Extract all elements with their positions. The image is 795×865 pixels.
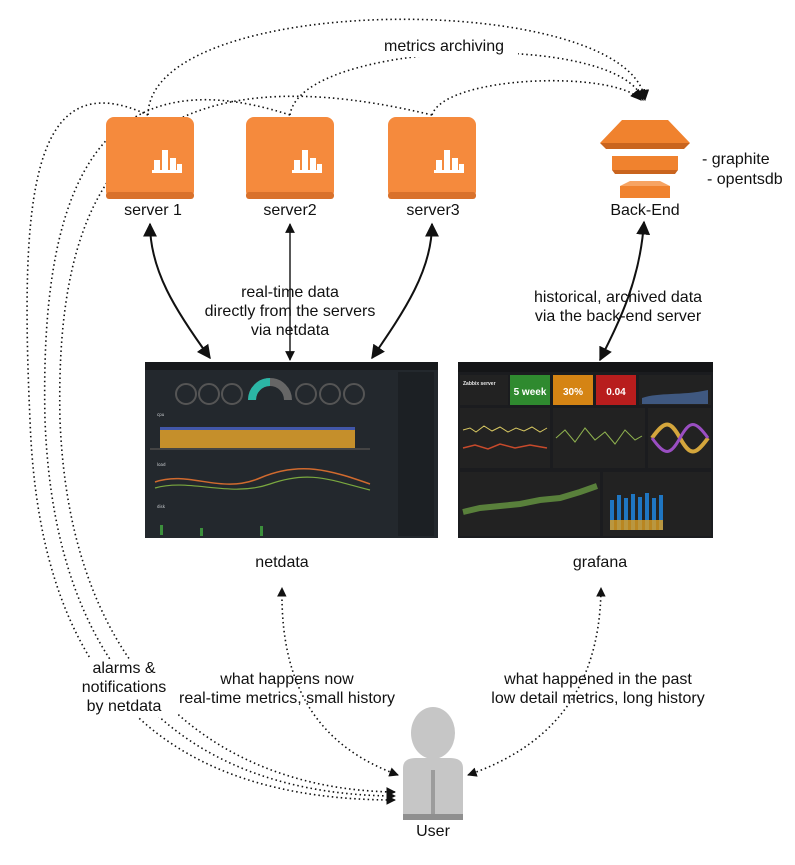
- realtime-label-line3: via netdata: [250, 322, 330, 339]
- grafana-load-value: 0.04: [606, 387, 626, 398]
- metrics-archiving-label: metrics archiving: [370, 37, 518, 57]
- server-1-label: server 1: [124, 202, 182, 219]
- alarm-connectors: [26, 95, 433, 805]
- netdata-label: netdata: [255, 554, 309, 571]
- alarm-line-server1: [26, 102, 396, 805]
- backend-item-opentsdb: - opentsdb: [707, 171, 783, 188]
- user-connectors: [277, 587, 606, 777]
- what-now-line2: real-time metrics, small history: [178, 690, 396, 707]
- svg-text:disk: disk: [157, 504, 166, 509]
- archive-line-server3: [431, 79, 642, 116]
- server-2-icon: [246, 117, 334, 199]
- alarms-label-line2: notifications: [70, 678, 178, 698]
- server-3-label: server3: [406, 202, 460, 219]
- historical-label-line2: via the back-end server: [534, 308, 702, 325]
- backend-label: Back-End: [610, 202, 680, 219]
- grafana-percent-value: 30%: [563, 387, 583, 398]
- realtime-arrow-server3: [371, 222, 439, 360]
- what-now-line1: what happens now: [220, 671, 354, 688]
- server-2-label: server2: [263, 202, 317, 219]
- backend-icon: [600, 120, 690, 198]
- realtime-connectors: [143, 220, 651, 362]
- what-past-line1: what happened in the past: [504, 671, 692, 688]
- realtime-label-line1: real-time data: [241, 284, 339, 301]
- user-icon: [403, 707, 463, 820]
- alarms-label-line1: alarms &: [70, 659, 178, 679]
- grafana-uptime-value: 5 week: [514, 387, 547, 398]
- user-arrow-netdata: [277, 587, 399, 777]
- realtime-label-line2: directly from the servers: [204, 303, 376, 320]
- metrics-archiving-connectors: [147, 18, 650, 116]
- netdata-dashboard: cpu load disk: [145, 362, 438, 538]
- alarm-line-server3: [58, 95, 433, 797]
- what-past-line2: low detail metrics, long history: [491, 690, 705, 707]
- alarms-label-line3: by netdata: [70, 697, 178, 717]
- historical-label-line1: historical, archived data: [533, 289, 703, 306]
- historical-arrow: [599, 220, 651, 362]
- realtime-arrow-server1: [143, 222, 211, 360]
- svg-text:load: load: [157, 462, 166, 467]
- backend-item-graphite: - graphite: [702, 151, 770, 168]
- user-label: User: [416, 823, 450, 840]
- server-1-icon: [106, 117, 194, 199]
- grafana-label: grafana: [572, 554, 628, 571]
- archive-line-server1: [147, 18, 650, 116]
- grafana-title: Zabbix server: [463, 381, 496, 387]
- svg-text:cpu: cpu: [157, 412, 165, 417]
- user-arrow-grafana: [467, 587, 606, 777]
- grafana-dashboard: Zabbix server 5 week 30% 0.04: [458, 362, 713, 538]
- archive-line-server2: [289, 51, 646, 116]
- server-3-icon: [388, 117, 476, 199]
